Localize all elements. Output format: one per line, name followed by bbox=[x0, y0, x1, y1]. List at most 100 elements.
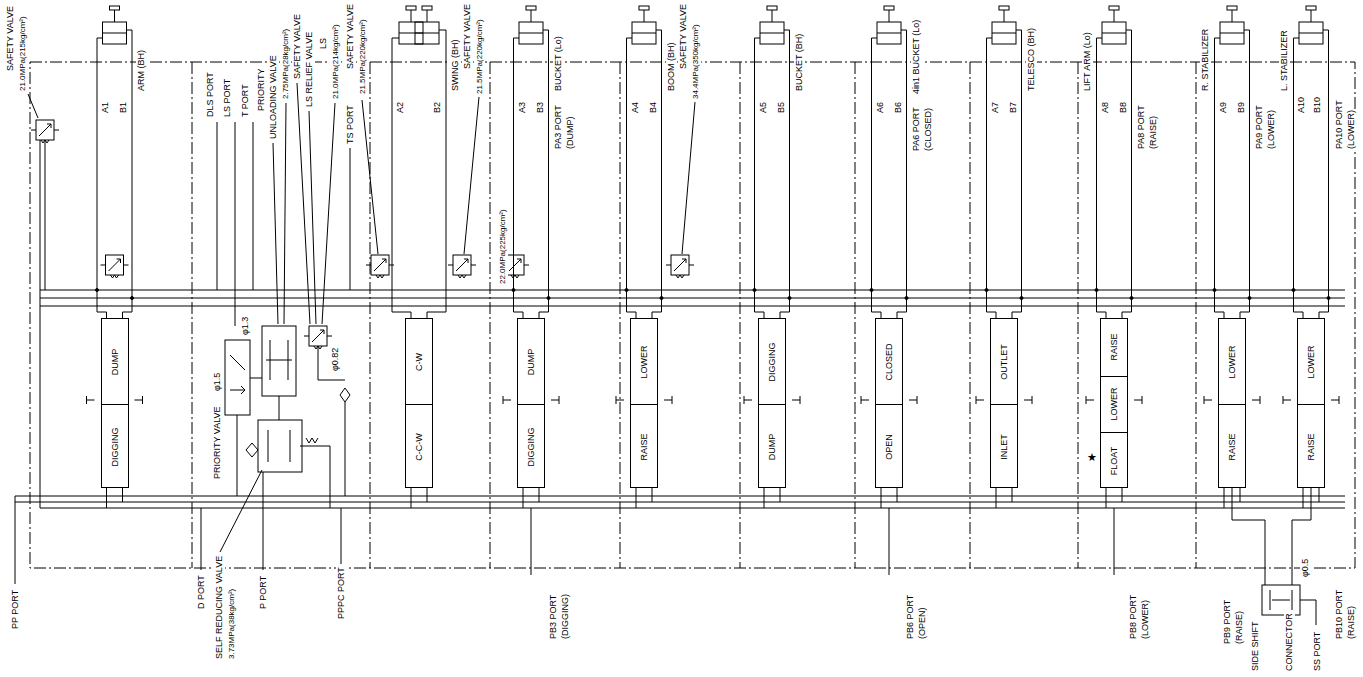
schematic-label: A4 bbox=[630, 101, 641, 114]
schematic-label: SS PORT bbox=[1312, 631, 1323, 672]
spool-position-label: DUMP bbox=[526, 347, 537, 376]
schematic-label: 21.0MPa(215kg/cm²) bbox=[17, 15, 28, 92]
schematic-label: T PORT bbox=[240, 83, 251, 118]
schematic-label: 3.73MPa(38kg/cm²) bbox=[226, 588, 237, 660]
schematic-label: B6 bbox=[893, 101, 904, 114]
schematic-label: LS RELIEF VALVE bbox=[304, 31, 315, 108]
spool-position-label: FLOAT bbox=[1109, 445, 1120, 475]
spool-valve: LOWER RAISE bbox=[630, 318, 658, 488]
schematic-label: UNLOADING VALVE bbox=[268, 54, 279, 140]
schematic-label: B1 bbox=[118, 101, 129, 114]
schematic-label: PB8 PORT bbox=[1128, 594, 1139, 640]
schematic-label: (RAISE) bbox=[1148, 115, 1159, 150]
spool-position-label: DIGGING bbox=[767, 341, 778, 382]
schematic-label: 21.5MPa(220kg/cm²) bbox=[357, 18, 368, 95]
spool-valve: DUMP DIGGING bbox=[101, 318, 129, 488]
schematic-label: PA9 PORT bbox=[1254, 104, 1265, 150]
spool-position-label: C-W bbox=[414, 352, 425, 372]
spool-position-label: DUMP bbox=[767, 432, 778, 461]
schematic-label: B7 bbox=[1008, 101, 1019, 114]
schematic-label: BUCKET (Lo) bbox=[553, 35, 564, 92]
spool-position-label: RAISE bbox=[1306, 432, 1317, 461]
schematic-label: (LOWER) bbox=[1346, 109, 1357, 150]
schematic-label: TELESCO (BH) bbox=[1026, 27, 1037, 92]
schematic-label: φ0.5 bbox=[1300, 558, 1311, 578]
spool-divider bbox=[102, 404, 128, 405]
spool-valve: RAISE LOWER FLOAT bbox=[1100, 318, 1128, 488]
spool-divider bbox=[876, 404, 902, 405]
schematic-label: PPPC PORT bbox=[336, 566, 347, 620]
spool-valve: C-WC-C-W bbox=[405, 318, 433, 488]
spool-valve: DIGGING DUMP bbox=[758, 318, 786, 488]
schematic-label: (LOWER) bbox=[1140, 599, 1151, 640]
schematic-label: B9 bbox=[1236, 101, 1247, 114]
schematic-label: D PORT bbox=[196, 574, 207, 610]
schematic-label: DLS PORT bbox=[205, 71, 216, 118]
schematic-label: A8 bbox=[1100, 101, 1111, 114]
schematic-label: A10 bbox=[1296, 96, 1307, 114]
schematic-label: (LOWER) bbox=[1266, 109, 1277, 150]
schematic-label: A5 bbox=[758, 101, 769, 114]
spool-divider bbox=[406, 404, 432, 405]
schematic-label: (OPEN) bbox=[917, 607, 928, 641]
schematic-label: L. STABILIZER bbox=[1279, 29, 1290, 92]
schematic-label: φ0.82 bbox=[330, 347, 341, 372]
schematic-label: A9 bbox=[1218, 101, 1229, 114]
schematic-label: (DUMP) bbox=[565, 116, 576, 151]
schematic-label: SAFETY VALVE bbox=[678, 3, 689, 70]
schematic-label: PRIORITY VALVE bbox=[212, 405, 223, 480]
spool-position-label: LOWER bbox=[1227, 344, 1238, 379]
schematic-label: LS bbox=[318, 37, 329, 50]
schematic-label: PA8 PORT bbox=[1136, 104, 1147, 150]
schematic-label: A1 bbox=[100, 101, 111, 114]
schematic-label: 21.5MPa(220kg/cm²) bbox=[474, 18, 485, 95]
schematic-label: CONNECTOR bbox=[1284, 612, 1295, 672]
schematic-label: ARM (BH) bbox=[136, 49, 147, 92]
schematic-label: ★ bbox=[1086, 452, 1098, 463]
schematic-label: SWING (BH) bbox=[450, 39, 461, 93]
schematic-label: A6 bbox=[875, 101, 886, 114]
schematic-label: 22.0MPa(225kg/cm²) bbox=[497, 208, 508, 285]
schematic-label: A7 bbox=[990, 101, 1001, 114]
schematic-label: (DIGGING) bbox=[560, 593, 571, 640]
schematic-label: PB9 PORT bbox=[1222, 599, 1233, 645]
spool-position-label: LOWER bbox=[1306, 344, 1317, 379]
schematic-label: SAFETY VALVE bbox=[462, 3, 473, 70]
schematic-label: 21.0MPa(214kg/cm²) bbox=[330, 23, 341, 100]
schematic-label: φ1.3 bbox=[240, 316, 251, 336]
schematic-label: TS PORT bbox=[345, 104, 356, 145]
spool-position-label: OPEN bbox=[884, 433, 895, 461]
schematic-label: 4in1 BUCKET (Lo) bbox=[911, 19, 922, 95]
schematic-label: SIDE SHIFT bbox=[1250, 620, 1261, 672]
spool-position-label: DIGGING bbox=[109, 426, 120, 467]
spool-divider bbox=[1219, 404, 1245, 405]
schematic-label: B5 bbox=[776, 101, 787, 114]
schematic-label: B8 bbox=[1118, 101, 1129, 114]
spool-position-label: OUTLET bbox=[999, 343, 1010, 381]
spool-valve: DUMPDIGGING bbox=[517, 318, 545, 488]
spool-divider bbox=[518, 404, 544, 405]
schematic-label: PB10 PORT bbox=[1334, 589, 1345, 640]
schematic-label: R. STABILIZER bbox=[1200, 28, 1211, 92]
spool-divider bbox=[991, 404, 1017, 405]
schematic-label: A3 bbox=[517, 101, 528, 114]
spool-divider bbox=[759, 404, 785, 405]
spool-position-label: RAISE bbox=[639, 432, 650, 461]
schematic-label: φ1.5 bbox=[212, 372, 223, 392]
schematic-label: BUCKET (BH) bbox=[794, 33, 805, 92]
spool-valve: CLOSEDOPEN bbox=[875, 318, 903, 488]
schematic-label: SELF REDUCING VALVE bbox=[214, 555, 225, 660]
spool-position-label: RAISE bbox=[1109, 333, 1120, 362]
schematic-label: SAFETY VALVE bbox=[292, 13, 303, 80]
schematic-label: SAFETY VALVE bbox=[345, 3, 356, 70]
spool-position-label: DUMP bbox=[109, 347, 120, 376]
spool-position-label: LOWER bbox=[1109, 386, 1120, 421]
schematic-label: LIFT ARM (Lo) bbox=[1082, 31, 1093, 92]
spool-divider bbox=[1101, 432, 1127, 433]
schematic-label: PA10 PORT bbox=[1334, 99, 1345, 150]
spool-position-label: LOWER bbox=[639, 344, 650, 379]
schematic-label: B10 bbox=[1312, 96, 1323, 114]
schematic-label: BOOM (BH) bbox=[666, 42, 677, 93]
schematic-label: LS PORT bbox=[222, 78, 233, 118]
